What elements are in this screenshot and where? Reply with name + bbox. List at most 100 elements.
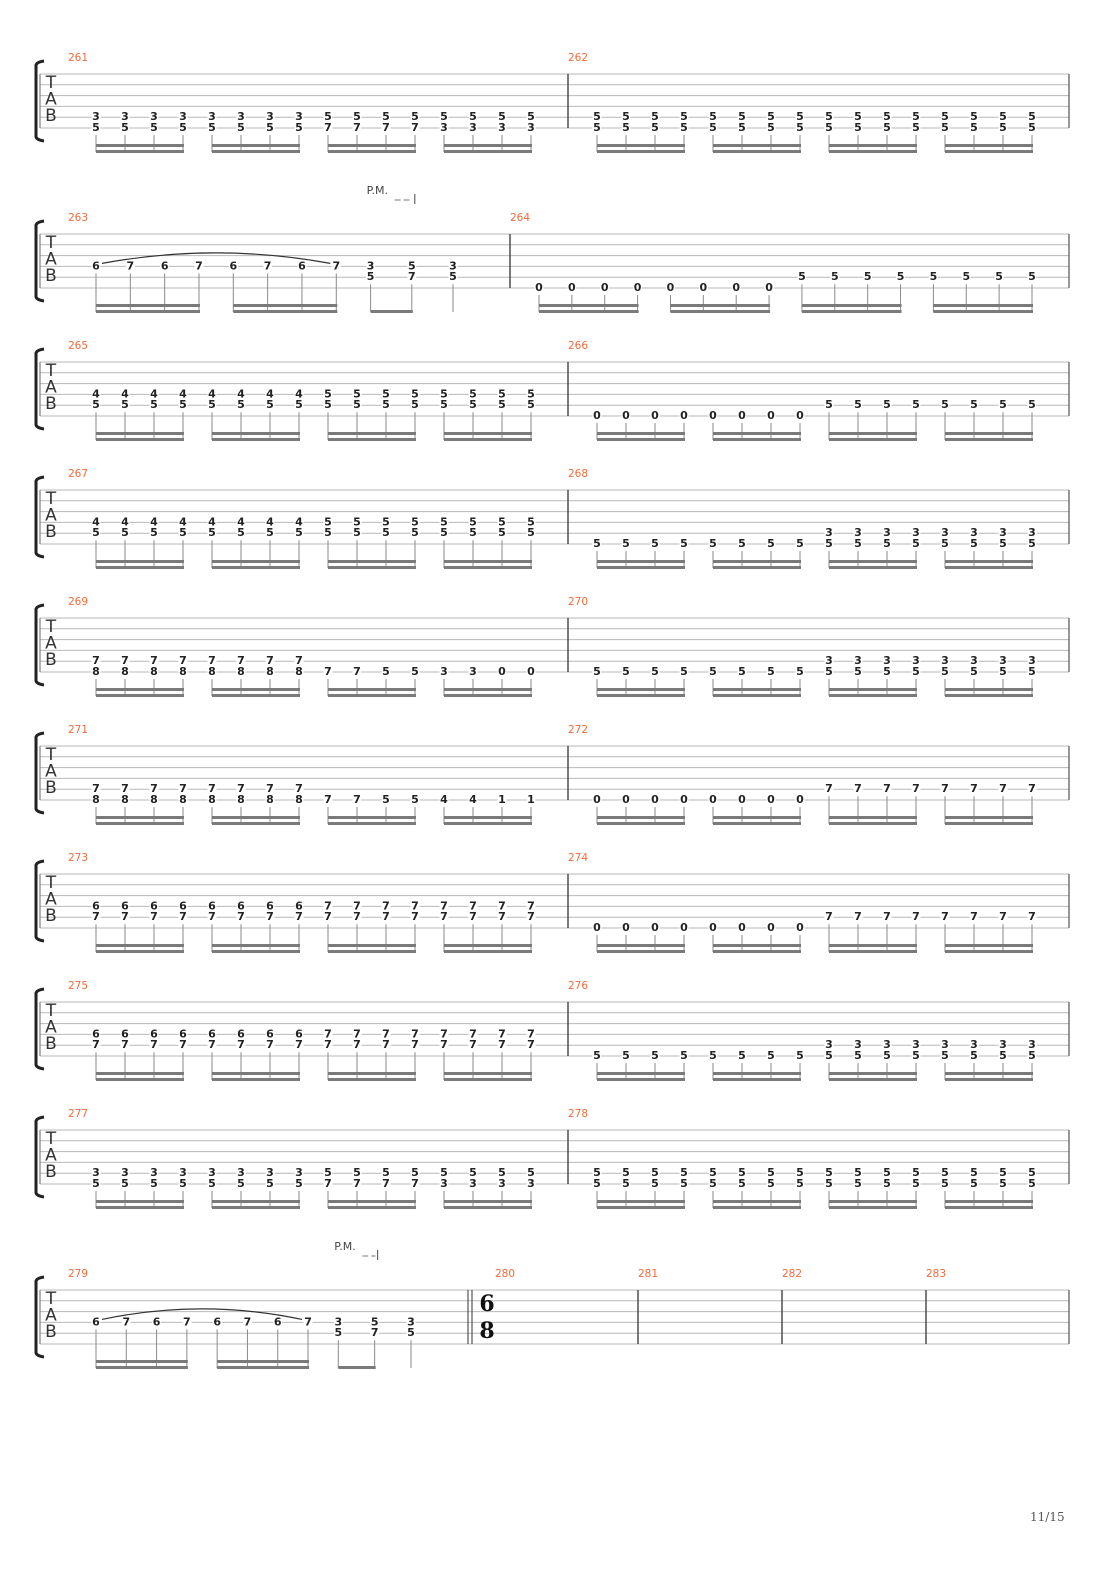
fret-background	[323, 515, 333, 526]
beat: 5	[679, 665, 689, 696]
fret-background	[795, 110, 805, 121]
beam	[829, 1072, 917, 1075]
fret-number: 5	[796, 1049, 804, 1062]
fret-number: 3	[941, 526, 949, 539]
fret-number: 7	[266, 910, 274, 923]
beat: 77	[468, 1027, 478, 1080]
fret-number: 7	[126, 259, 134, 272]
beat: 55	[497, 387, 507, 440]
fret-number: 7	[498, 1038, 506, 1051]
beat: 35	[448, 259, 458, 312]
fret-background	[998, 1177, 1008, 1188]
fret-number: 5	[883, 398, 891, 411]
fret-background	[410, 665, 420, 676]
beat: 35	[1027, 1038, 1037, 1080]
tab-system: TAB2773535353535353535575757575353535327…	[34, 1108, 1070, 1209]
beat: 67	[207, 1027, 217, 1080]
fret-number: 7	[411, 1038, 419, 1051]
fret-number: 5	[883, 1166, 891, 1179]
fret-background	[940, 1038, 950, 1049]
fret-number: 5	[912, 665, 920, 678]
fret-number: 5	[237, 398, 245, 411]
fret-background	[207, 387, 217, 398]
fret-number: 5	[738, 1049, 746, 1062]
beat: 55	[795, 110, 805, 152]
beat: 53	[526, 1166, 536, 1208]
fret-background	[207, 1038, 217, 1049]
fret-number: 5	[498, 398, 506, 411]
fret-number: 0	[593, 921, 601, 934]
fret-background	[236, 910, 246, 921]
fret-background	[207, 665, 217, 676]
fret-background	[911, 1177, 921, 1188]
fret-number: 5	[266, 526, 274, 539]
fret-number: 3	[1028, 1038, 1036, 1051]
fret-number: 7	[208, 1038, 216, 1051]
beam	[233, 304, 338, 307]
fret-background	[766, 1049, 776, 1060]
fret-number: 6	[121, 899, 129, 912]
fret-background	[708, 1049, 718, 1060]
beam	[713, 144, 801, 147]
fret-number: 8	[295, 793, 303, 806]
system-bracket-icon	[34, 347, 45, 431]
beat: 67	[91, 1027, 101, 1080]
beat: 0	[592, 921, 602, 952]
fret-background	[407, 270, 417, 281]
fret-number: 7	[440, 910, 448, 923]
beat: 35	[91, 110, 101, 152]
fret-number: 5	[854, 1049, 862, 1062]
beat: 78	[236, 782, 246, 824]
fret-background	[526, 665, 536, 676]
fret-number: 3	[179, 1166, 187, 1179]
beat: 67	[91, 899, 101, 952]
fret-number: 3	[999, 654, 1007, 667]
fret-background	[497, 1038, 507, 1049]
beat: 5	[410, 793, 420, 824]
fret-background	[497, 110, 507, 121]
fret-background	[650, 110, 660, 121]
beat: 45	[294, 387, 304, 440]
fret-number: 3	[854, 654, 862, 667]
fret-background	[91, 782, 101, 793]
beat: 0	[526, 665, 536, 696]
fret-number: 5	[179, 1177, 187, 1190]
beam	[96, 438, 184, 441]
fret-background	[882, 398, 892, 409]
beam	[444, 1078, 532, 1081]
fret-number: 5	[469, 1166, 477, 1179]
fret-background	[795, 409, 805, 420]
beam	[945, 1206, 1033, 1209]
fret-background	[352, 910, 362, 921]
fret-number: 0	[738, 793, 746, 806]
beam	[945, 950, 1033, 953]
beat: 55	[679, 1166, 689, 1208]
fret-number: 5	[179, 398, 187, 411]
beat: 0	[737, 409, 747, 440]
beat: 0	[534, 281, 544, 312]
fret-background	[149, 121, 159, 132]
beat: 55	[853, 1166, 863, 1208]
fret-background	[969, 1177, 979, 1188]
fret-background	[207, 526, 217, 537]
fret-number: 7	[179, 654, 187, 667]
fret-number: 0	[593, 793, 601, 806]
beam	[713, 950, 801, 953]
beat: 77	[468, 899, 478, 952]
beat: 55	[737, 110, 747, 152]
fret-background	[961, 270, 971, 281]
fret-background	[294, 1177, 304, 1188]
fret-background	[853, 1177, 863, 1188]
fret-background	[1027, 526, 1037, 537]
fret-background	[352, 899, 362, 910]
beat: 35	[824, 526, 834, 568]
fret-number: 7	[266, 654, 274, 667]
fret-number: 5	[498, 110, 506, 123]
beat: 53	[439, 1166, 449, 1208]
fret-number: 5	[334, 1326, 342, 1339]
fret-background	[178, 387, 188, 398]
fret-number: 8	[92, 665, 100, 678]
beat: 5	[381, 793, 391, 824]
